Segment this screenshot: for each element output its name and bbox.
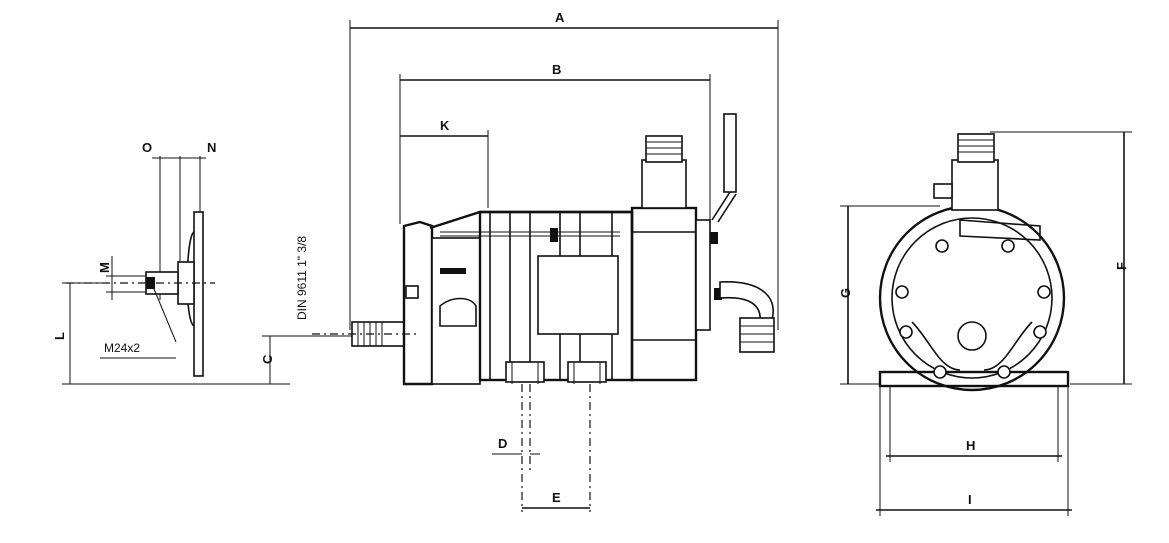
label-D: D — [498, 436, 507, 451]
label-G: G — [838, 288, 853, 298]
label-B: B — [552, 62, 561, 77]
label-A: A — [555, 10, 565, 25]
label-N: N — [207, 140, 216, 155]
label-O: O — [142, 140, 152, 155]
flange-detail: O N M L M24x2 — [52, 140, 290, 385]
label-K: K — [440, 118, 450, 133]
label-H: H — [966, 438, 975, 453]
label-M: M — [97, 262, 112, 273]
label-I: I — [968, 492, 972, 507]
label-F: F — [1114, 262, 1129, 270]
label-L: L — [52, 332, 67, 340]
pump-front-view: F G H I — [838, 131, 1132, 516]
label-thread: M24x2 — [104, 341, 140, 355]
label-E: E — [552, 490, 561, 505]
label-C: C — [260, 354, 275, 364]
pump-side-view: DIN 9611 1" 3/8 C A B K — [260, 10, 779, 512]
label-din: DIN 9611 1" 3/8 — [295, 236, 309, 320]
